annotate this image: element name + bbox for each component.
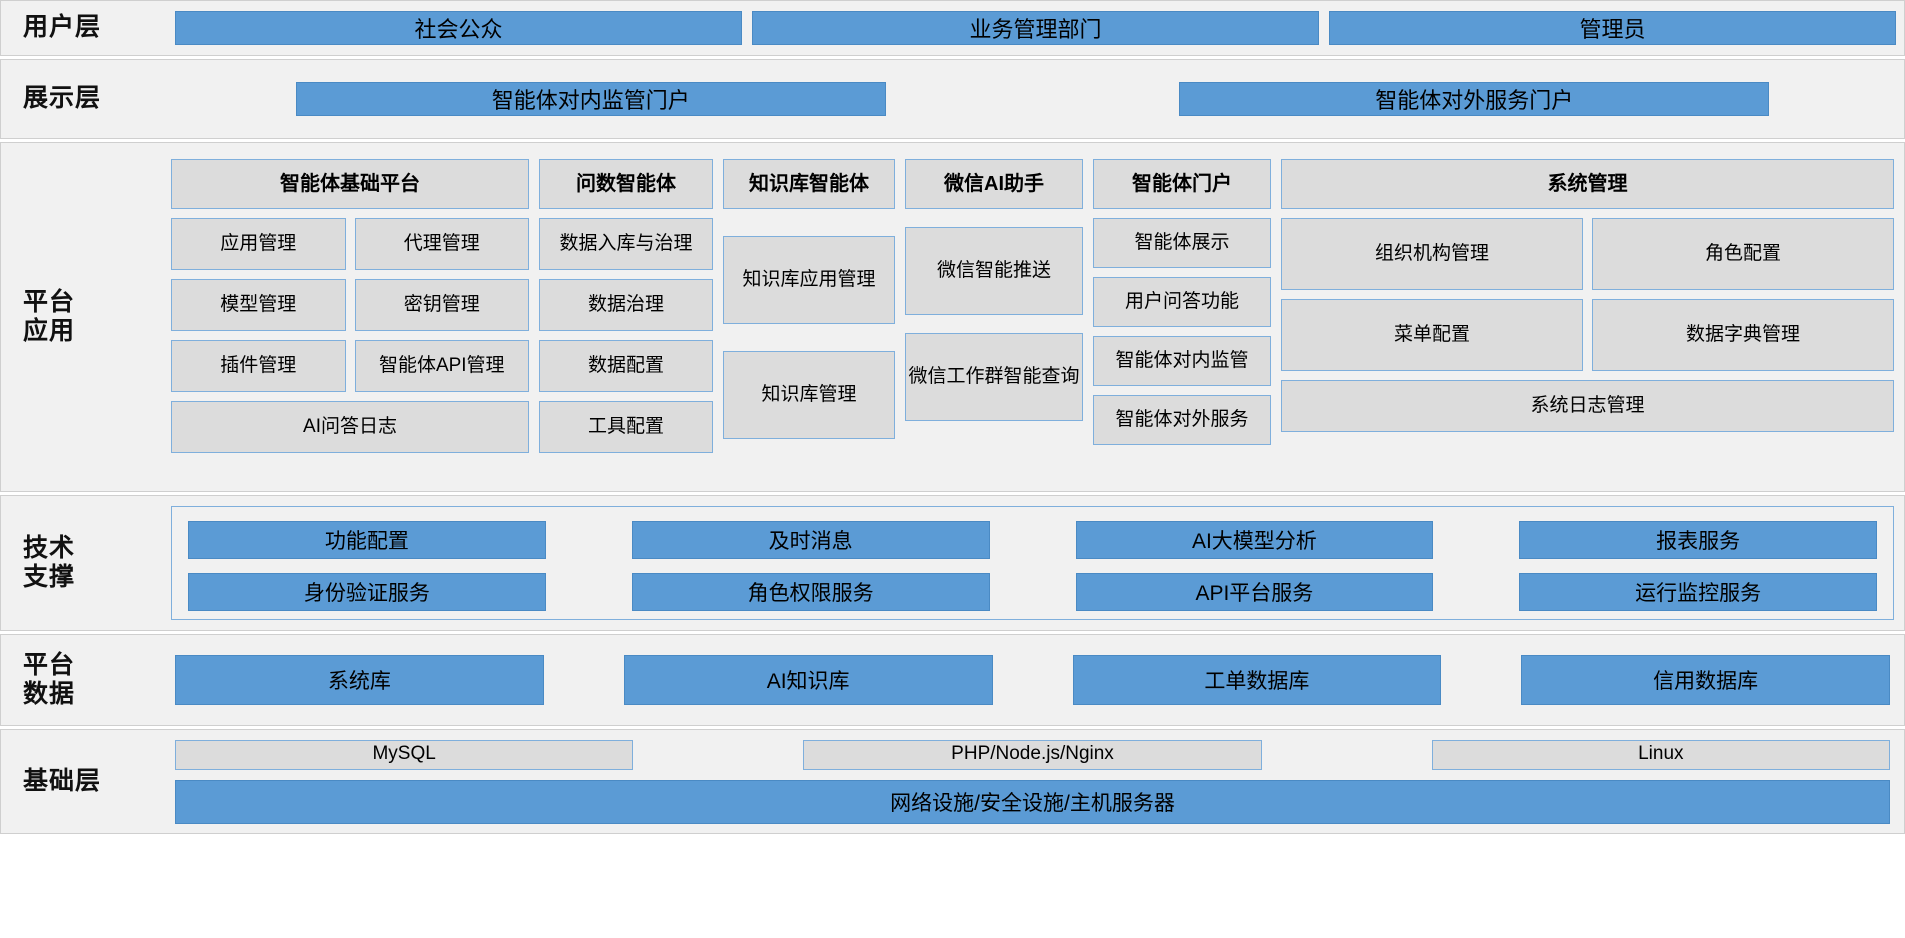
data-item-system-db[interactable]: 系统库 [175,655,544,705]
app-item-agent-management[interactable]: 代理管理 [354,218,529,270]
layer-infrastructure-body: MySQL PHP/Node.js/Nginx Linux 网络设施/安全设施/… [161,730,1904,833]
tech-row: 身份验证服务 角色权限服务 API平台服务 运行监控服务 [188,573,1877,611]
tech-item-report-service[interactable]: 报表服务 [1519,521,1877,559]
app-item-key-management[interactable]: 密钥管理 [354,279,529,331]
app-item-menu-configuration[interactable]: 菜单配置 [1281,299,1583,371]
data-item-work-order-db[interactable]: 工单数据库 [1072,655,1442,705]
layer-user-body: 社会公众 业务管理部门 管理员 [161,1,1904,55]
app-column-knowledge-base-agent: 知识库智能体 知识库应用管理 知识库管理 [723,159,895,477]
tech-item-ai-llm-analysis[interactable]: AI大模型分析 [1075,521,1434,559]
app-row: 模型管理 密钥管理 [171,279,529,331]
app-column-base-platform: 智能体基础平台 应用管理 代理管理 模型管理 密钥管理 插件管理 智能体API管… [171,159,529,477]
presentation-box-internal-portal[interactable]: 智能体对内监管门户 [295,82,886,116]
column-spacer [723,218,895,227]
app-item-data-dictionary-management[interactable]: 数据字典管理 [1592,299,1894,371]
app-item-agent-api-management[interactable]: 智能体API管理 [354,340,529,392]
layer-user-label: 用户层 [23,13,102,42]
layer-technical-support-body: 功能配置 及时消息 AI大模型分析 报表服务 身份验证服务 角色权限服务 API… [161,496,1904,630]
app-item-organization-management[interactable]: 组织机构管理 [1281,218,1583,290]
tech-item-runtime-monitoring-service[interactable]: 运行监控服务 [1519,573,1877,611]
layer-infrastructure-label: 基础层 [23,766,102,795]
presentation-box-external-portal[interactable]: 智能体对外服务门户 [1179,82,1770,116]
infra-item-network-security-host[interactable]: 网络设施/安全设施/主机服务器 [175,779,1890,824]
app-item-agent-external-service[interactable]: 智能体对外服务 [1093,395,1271,445]
layer-technical-support: 技术 支撑 功能配置 及时消息 AI大模型分析 报表服务 身份验证服务 角色权限… [0,495,1905,631]
app-item-kb-management[interactable]: 知识库管理 [723,351,895,439]
infra-item-mysql[interactable]: MySQL [175,739,634,770]
app-column-data-query-agent: 问数智能体 数据入库与治理 数据治理 数据配置 工具配置 [539,159,713,477]
layer-platform-applications: 平台 应用 智能体基础平台 应用管理 代理管理 模型管理 密钥管理 插件管理 智… [0,142,1905,492]
app-item-data-ingestion-governance[interactable]: 数据入库与治理 [539,218,713,270]
app-column-wechat-ai-assistant-header[interactable]: 微信AI助手 [905,159,1083,209]
app-column-knowledge-base-agent-header[interactable]: 知识库智能体 [723,159,895,209]
layer-presentation-label: 展示层 [23,84,102,113]
app-item-kb-application-management[interactable]: 知识库应用管理 [723,236,895,324]
layer-platform-applications-label: 平台 应用 [23,287,76,346]
app-item-application-management[interactable]: 应用管理 [171,218,346,270]
tech-item-authentication-service[interactable]: 身份验证服务 [188,573,546,611]
layer-platform-data-label: 平台 数据 [23,650,76,709]
app-column-agent-portal-header[interactable]: 智能体门户 [1093,159,1271,209]
column-spacer [723,333,895,342]
tech-item-function-configuration[interactable]: 功能配置 [188,521,546,559]
app-item-data-governance[interactable]: 数据治理 [539,279,713,331]
app-item-wechat-smart-push[interactable]: 微信智能推送 [905,227,1083,315]
app-row: 应用管理 代理管理 [171,218,529,270]
tech-row: 功能配置 及时消息 AI大模型分析 报表服务 [188,521,1877,559]
layer-user: 用户层 社会公众 业务管理部门 管理员 [0,0,1905,56]
app-item-tool-configuration[interactable]: 工具配置 [539,401,713,453]
layer-presentation-body: 智能体对内监管门户 智能体对外服务门户 [161,60,1904,138]
app-column-base-platform-header[interactable]: 智能体基础平台 [171,159,529,209]
infrastructure-top-row: MySQL PHP/Node.js/Nginx Linux [175,739,1890,770]
app-item-data-configuration[interactable]: 数据配置 [539,340,713,392]
data-item-ai-knowledge-db[interactable]: AI知识库 [623,655,993,705]
user-box-admin[interactable]: 管理员 [1329,11,1896,45]
app-item-system-log-management[interactable]: 系统日志管理 [1281,380,1894,432]
layer-presentation: 展示层 智能体对内监管门户 智能体对外服务门户 [0,59,1905,139]
app-row: 插件管理 智能体API管理 [171,340,529,392]
app-column-system-management: 系统管理 组织机构管理 角色配置 菜单配置 数据字典管理 系统日志管理 [1281,159,1894,477]
layer-platform-data-body: 系统库 AI知识库 工单数据库 信用数据库 [161,635,1904,725]
layer-platform-data: 平台 数据 系统库 AI知识库 工单数据库 信用数据库 [0,634,1905,726]
tech-item-instant-message[interactable]: 及时消息 [631,521,990,559]
layer-technical-support-label: 技术 支撑 [23,533,76,592]
data-item-credit-db[interactable]: 信用数据库 [1521,655,1890,705]
app-column-wechat-ai-assistant: 微信AI助手 微信智能推送 微信工作群智能查询 [905,159,1083,477]
layer-infrastructure: 基础层 MySQL PHP/Node.js/Nginx Linux 网络设施/安… [0,729,1905,834]
app-row: 组织机构管理 角色配置 [1281,218,1894,290]
app-item-ai-qa-log[interactable]: AI问答日志 [171,401,529,453]
app-item-wechat-group-smart-query[interactable]: 微信工作群智能查询 [905,333,1083,421]
app-item-model-management[interactable]: 模型管理 [171,279,346,331]
app-item-role-configuration[interactable]: 角色配置 [1592,218,1894,290]
tech-item-role-permission-service[interactable]: 角色权限服务 [631,573,990,611]
infra-item-linux[interactable]: Linux [1431,739,1890,770]
app-row: 菜单配置 数据字典管理 [1281,299,1894,371]
infra-item-php-node-nginx[interactable]: PHP/Node.js/Nginx [803,739,1262,770]
app-item-plugin-management[interactable]: 插件管理 [171,340,346,392]
app-column-data-query-agent-header[interactable]: 问数智能体 [539,159,713,209]
user-box-business-dept[interactable]: 业务管理部门 [752,11,1319,45]
app-column-agent-portal: 智能体门户 智能体展示 用户问答功能 智能体对内监管 智能体对外服务 [1093,159,1271,477]
technical-support-frame: 功能配置 及时消息 AI大模型分析 报表服务 身份验证服务 角色权限服务 API… [171,506,1894,620]
app-item-agent-showcase[interactable]: 智能体展示 [1093,218,1271,268]
app-column-system-management-header[interactable]: 系统管理 [1281,159,1894,209]
app-item-agent-internal-supervision[interactable]: 智能体对内监管 [1093,336,1271,386]
user-box-public[interactable]: 社会公众 [175,11,742,45]
layer-platform-applications-body: 智能体基础平台 应用管理 代理管理 模型管理 密钥管理 插件管理 智能体API管… [161,143,1904,491]
app-item-user-qa-function[interactable]: 用户问答功能 [1093,277,1271,327]
tech-item-api-platform-service[interactable]: API平台服务 [1075,573,1434,611]
